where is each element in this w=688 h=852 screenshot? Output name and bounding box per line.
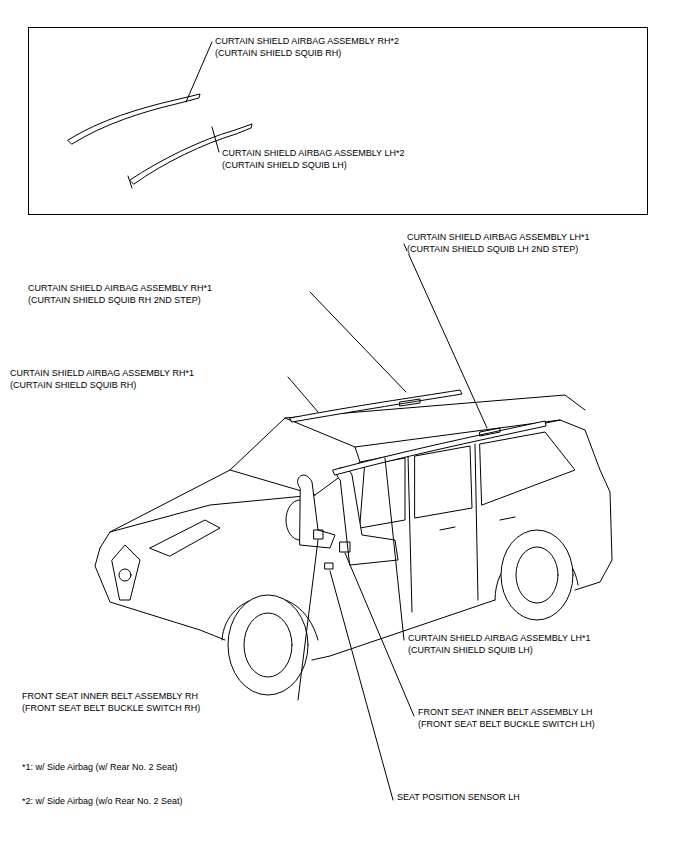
inflator <box>480 428 500 436</box>
headlamp <box>150 520 220 556</box>
buckle-lh <box>340 542 350 552</box>
footnote-text: *2: w/ Side Airbag (w/o Rear No. 2 Seat) <box>22 796 183 806</box>
spindle-grille <box>112 545 140 600</box>
leader-line <box>212 127 219 152</box>
quarter-window <box>480 432 575 505</box>
part-name-text: CURTAIN SHIELD AIRBAG ASSEMBLY LH*1 (CUR… <box>407 232 589 254</box>
part-name-text: FRONT SEAT INNER BELT ASSEMBLY RH (FRONT… <box>22 691 200 713</box>
leader-line <box>385 458 404 640</box>
footnote-text: *1: w/ Side Airbag (w/ Rear No. 2 Seat) <box>22 762 178 772</box>
part-name-text: CURTAIN SHIELD AIRBAG ASSEMBLY LH*2 (CUR… <box>222 148 404 170</box>
part-name: CURTAIN SHIELD AIRBAG ASSEMBLY LH*1 (CUR… <box>408 632 596 656</box>
rear-door-window <box>415 446 472 518</box>
driver-seat <box>337 467 398 565</box>
part-name-text: CURTAIN SHIELD AIRBAG ASSEMBLY RH*2 (CUR… <box>215 36 399 58</box>
door-handle <box>500 517 515 520</box>
part-name: CURTAIN SHIELD AIRBAG ASSEMBLY RH*2 (CUR… <box>215 35 405 59</box>
part-name: CURTAIN SHIELD AIRBAG ASSEMBLY RH*1 (CUR… <box>10 367 200 391</box>
part-name-text: CURTAIN SHIELD AIRBAG ASSEMBLY LH*1 (CUR… <box>408 633 590 655</box>
leader-line <box>298 540 318 700</box>
front-rim <box>244 613 292 677</box>
roof-front-edge <box>285 418 360 462</box>
part-name-text: FRONT SEAT INNER BELT ASSEMBLY LH (FRONT… <box>418 707 595 729</box>
passenger-seat <box>297 475 335 548</box>
inflator <box>400 399 420 406</box>
door-handle <box>440 527 455 530</box>
part-name: FRONT SEAT INNER BELT ASSEMBLY RH (FRONT… <box>22 690 205 714</box>
door-line <box>408 455 412 612</box>
buckle-rh <box>314 530 323 539</box>
curtain-airbag-lh <box>333 421 546 475</box>
front-wheel <box>228 595 308 695</box>
door-line <box>475 444 478 600</box>
footnote: *2: w/ Side Airbag (w/o Rear No. 2 Seat) <box>22 795 183 807</box>
part-name-text: CURTAIN SHIELD AIRBAG ASSEMBLY RH*1 (CUR… <box>10 368 194 390</box>
leader-line <box>288 377 318 412</box>
footnote: *1: w/ Side Airbag (w/ Rear No. 2 Seat) <box>22 761 178 773</box>
leader-line <box>186 42 212 102</box>
part-name: CURTAIN SHIELD AIRBAG ASSEMBLY RH*1 (CUR… <box>28 282 218 306</box>
inset-panel: CURTAIN SHIELD AIRBAG ASSEMBLY RH*2 (CUR… <box>28 27 648 215</box>
seat-position-sensor <box>325 563 333 569</box>
rear-wheel <box>501 530 573 620</box>
part-name: CURTAIN SHIELD AIRBAG ASSEMBLY LH*1 (CUR… <box>407 231 595 255</box>
part-name: CURTAIN SHIELD AIRBAG ASSEMBLY LH*2 (CUR… <box>222 147 410 171</box>
inset-airbag-tab <box>128 176 132 188</box>
part-name: SEAT POSITION SENSOR LH <box>397 791 520 803</box>
front-bumper <box>95 548 225 640</box>
leader-line <box>404 244 487 428</box>
curtain-airbag-rh <box>290 390 462 422</box>
leader-line <box>310 292 406 392</box>
rear-rim <box>516 547 558 603</box>
part-name-text: SEAT POSITION SENSOR LH <box>397 792 520 802</box>
inset-airbag-rh <box>68 94 200 144</box>
part-name: FRONT SEAT INNER BELT ASSEMBLY LH (FRONT… <box>418 706 600 730</box>
part-name-text: CURTAIN SHIELD AIRBAG ASSEMBLY RH*1 (CUR… <box>28 283 212 305</box>
leader-line <box>345 553 414 716</box>
front-door-window <box>360 458 405 528</box>
leader-line <box>330 571 393 800</box>
emblem <box>119 569 131 581</box>
